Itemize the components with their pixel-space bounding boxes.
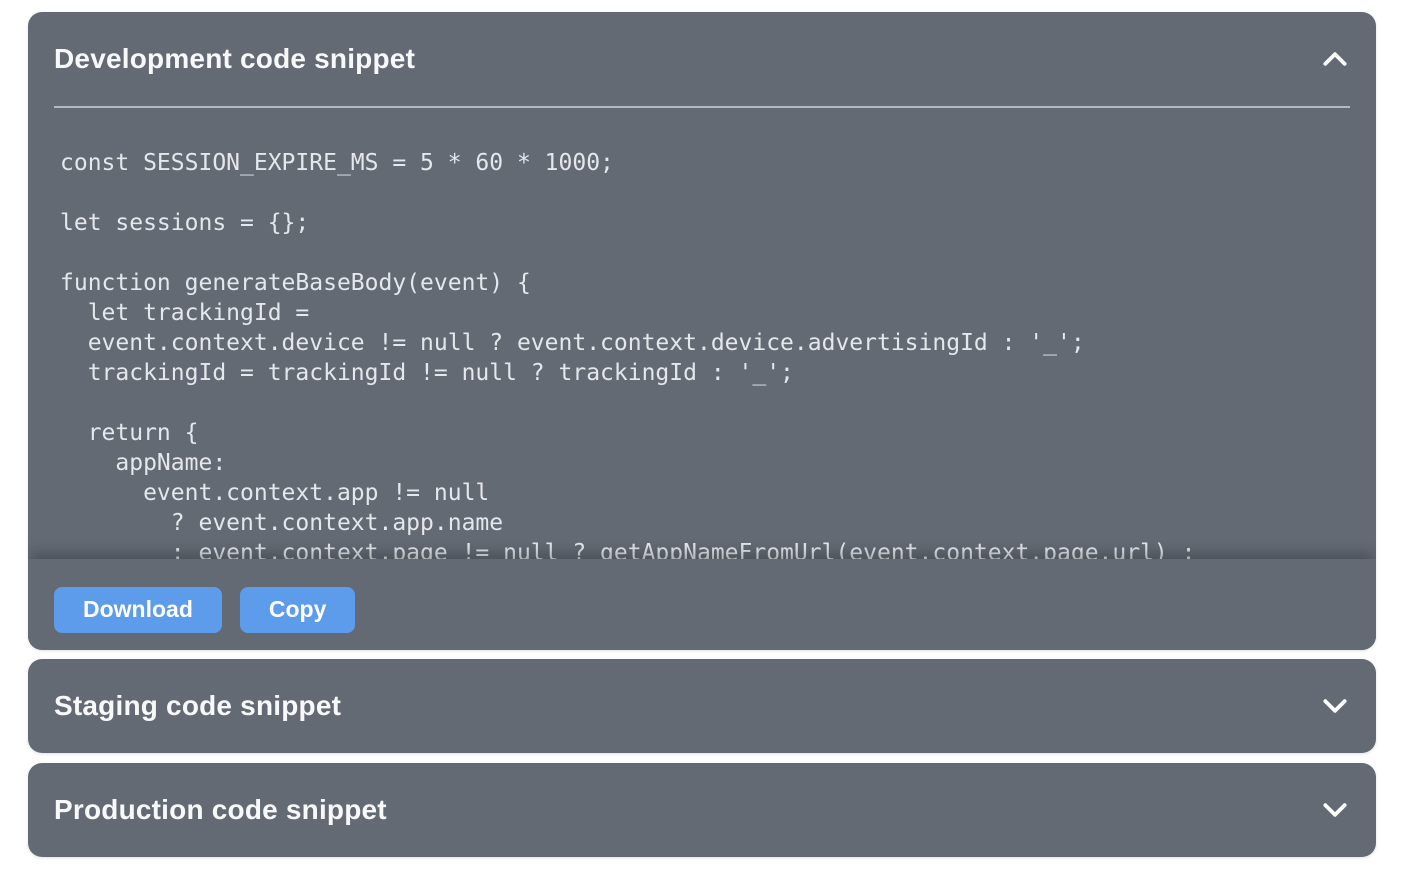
panel-title: Staging code snippet — [54, 690, 342, 721]
chevron-up-icon[interactable] — [1320, 44, 1350, 74]
chevron-down-icon[interactable] — [1320, 795, 1350, 825]
panel-production: Production code snippet — [28, 763, 1376, 857]
header-divider — [54, 106, 1350, 108]
panel-development-header[interactable]: Development code snippet — [28, 12, 1376, 106]
code-snippet-viewport[interactable]: const SESSION_EXPIRE_MS = 5 * 60 * 1000;… — [28, 108, 1376, 559]
download-button[interactable]: Download — [54, 586, 222, 633]
panel-staging-header[interactable]: Staging code snippet — [28, 659, 1376, 753]
panel-production-header[interactable]: Production code snippet — [28, 763, 1376, 857]
copy-button[interactable]: Copy — [239, 586, 356, 633]
panel-footer: Download Copy — [28, 559, 1376, 650]
page: Development code snippet const SESSION_E… — [28, 12, 1376, 857]
panel-development: Development code snippet const SESSION_E… — [28, 12, 1376, 650]
panel-staging: Staging code snippet — [28, 659, 1376, 753]
code-snippet-text: const SESSION_EXPIRE_MS = 5 * 60 * 1000;… — [60, 150, 1196, 559]
panel-title: Production code snippet — [54, 794, 387, 825]
chevron-down-icon[interactable] — [1320, 691, 1350, 721]
panel-title: Development code snippet — [54, 43, 416, 74]
